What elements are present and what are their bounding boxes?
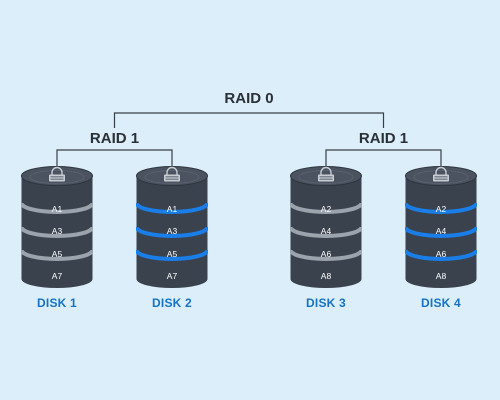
block-label: A1	[167, 204, 178, 214]
raid0-connector	[113, 112, 385, 128]
lock-icon	[318, 166, 334, 182]
block-label: A2	[436, 204, 447, 214]
block-label: A7	[167, 271, 178, 281]
lock-icon	[433, 166, 449, 182]
lock-icon	[164, 166, 180, 182]
block-label: A3	[52, 226, 63, 236]
platter-band	[21, 249, 93, 261]
raid1-right-label: RAID 1	[358, 130, 409, 147]
block-label: A2	[321, 204, 332, 214]
disk-bottom	[290, 270, 362, 288]
block-label: A7	[52, 271, 63, 281]
block-label: A3	[167, 226, 178, 236]
platter-band	[405, 226, 477, 238]
block-label: A8	[321, 271, 332, 281]
disk-1-label: DISK 1	[37, 296, 77, 310]
platter-band	[290, 249, 362, 261]
block-label: A4	[321, 226, 332, 236]
disk-top-ring	[29, 170, 85, 184]
raid1-left-label: RAID 1	[89, 130, 140, 147]
block-label: A1	[52, 204, 63, 214]
platter-band	[136, 226, 208, 238]
disk-top-ring	[144, 170, 200, 184]
platter-band	[21, 226, 93, 238]
platter-band	[290, 226, 362, 238]
block-label: A5	[167, 249, 178, 259]
disk-bottom	[405, 270, 477, 288]
disk-3-label: DISK 3	[306, 296, 346, 310]
disk-body	[136, 176, 208, 279]
platter-band	[405, 202, 477, 214]
disk-body	[290, 176, 362, 279]
disk-bottom	[21, 270, 93, 288]
platter-band	[21, 202, 93, 214]
disk-top-ring	[298, 170, 354, 184]
platter-band	[290, 202, 362, 214]
disk-body	[405, 176, 477, 279]
raid0-label: RAID 0	[224, 90, 274, 107]
block-label: A5	[52, 249, 63, 259]
block-label: A6	[436, 249, 447, 259]
block-label: A8	[436, 271, 447, 281]
block-label: A6	[321, 249, 332, 259]
disk-bottom	[136, 270, 208, 288]
disk-body	[21, 176, 93, 279]
platter-band	[405, 249, 477, 261]
platter-band	[136, 202, 208, 214]
disk-4-label: DISK 4	[421, 296, 461, 310]
lock-icon	[49, 166, 65, 182]
raid1-left-connector	[56, 149, 173, 166]
disk-top-ring	[413, 170, 469, 184]
platter-band	[136, 249, 208, 261]
raid1-right-connector	[325, 149, 442, 166]
block-label: A4	[436, 226, 447, 236]
disk-2-label: DISK 2	[152, 296, 192, 310]
